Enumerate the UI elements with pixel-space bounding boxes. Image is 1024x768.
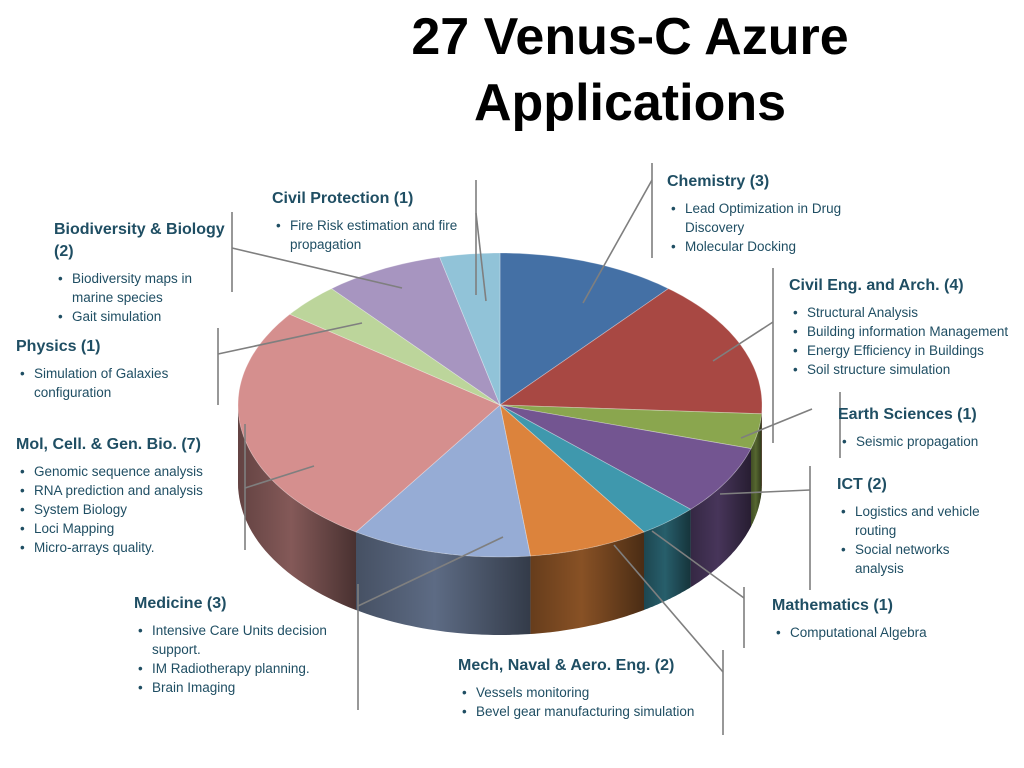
category-civil-eng: Civil Eng. and Arch. (4) Structural Anal…	[789, 275, 1014, 379]
category-heading: Civil Eng. and Arch. (4)	[789, 277, 964, 294]
pie-slice-mol-cell-gen-bio	[237, 313, 501, 533]
leader-line	[740, 408, 813, 439]
pie-slice-ict	[499, 404, 752, 510]
list-item: Fire Risk estimation and fire propagatio…	[272, 216, 467, 254]
category-chemistry: Chemistry (3) Lead Optimization in Drug …	[667, 171, 857, 256]
list-item: Molecular Docking	[667, 237, 857, 256]
list-item: Computational Algebra	[772, 623, 972, 642]
pie-side-shade-earth-sciences	[751, 413, 762, 527]
list-item: IM Radiotherapy planning.	[134, 659, 344, 678]
category-mathematics: Mathematics (1) Computational Algebra	[772, 595, 972, 642]
category-civil-protection: Civil Protection (1) Fire Risk estimatio…	[272, 188, 467, 254]
leader-line	[357, 536, 504, 607]
list-item: Seismic propagation	[838, 432, 1018, 451]
category-mol-cell-gen-bio: Mol, Cell. & Gen. Bio. (7) Genomic seque…	[16, 434, 236, 557]
list-item: Lead Optimization in Drug Discovery	[667, 199, 857, 237]
pie-slice-biodiversity-biology	[330, 256, 501, 407]
leader-line	[475, 212, 487, 302]
list-item: Structural Analysis	[789, 303, 1014, 322]
list-item: Micro-arrays quality.	[16, 538, 236, 557]
pie-slice-chemistry	[499, 252, 670, 406]
category-heading: Chemistry (3)	[667, 173, 770, 190]
leader-line	[231, 247, 403, 289]
pie-slice-mech-naval-aero-eng	[499, 403, 645, 557]
pie-side-shade-ict	[690, 448, 751, 588]
page-title: 27 Venus-C Azure Applications	[380, 4, 880, 136]
leader-lines	[217, 163, 841, 735]
list-item: Building information Management	[789, 322, 1014, 341]
category-medicine: Medicine (3) Intensive Care Units decisi…	[134, 593, 344, 697]
leader-line	[244, 465, 315, 489]
list-item: Genomic sequence analysis	[16, 462, 236, 481]
leader-line	[613, 544, 724, 673]
leader-line	[719, 489, 811, 495]
pie-slice-physics	[289, 288, 501, 406]
list-item: Biodiversity maps in marine species	[54, 269, 229, 307]
list-item: Vessels monitoring	[458, 683, 723, 702]
category-ict: ICT (2) Logistics and vehicle routing So…	[837, 474, 997, 578]
leader-line	[582, 179, 653, 304]
category-heading: Civil Protection (1)	[272, 190, 414, 207]
list-item: Loci Mapping	[16, 519, 236, 538]
category-earth-sciences: Earth Sciences (1) Seismic propagation	[838, 404, 1018, 451]
title-line-1: 27 Venus-C Azure	[411, 8, 849, 66]
pie-side-shade-mech-naval-aero-eng	[530, 532, 644, 634]
list-item: Energy Efficiency in Buildings	[789, 341, 1014, 360]
category-heading: Earth Sciences (1)	[838, 406, 977, 423]
pie-side-shade-medicine	[356, 532, 531, 635]
category-heading: Mech, Naval & Aero. Eng. (2)	[458, 657, 675, 674]
list-item: Logistics and vehicle routing	[837, 502, 997, 540]
category-biodiversity: Biodiversity & Biology (2) Biodiversity …	[54, 219, 229, 326]
list-item: Simulation of Galaxies configuration	[16, 364, 211, 402]
category-heading: Mathematics (1)	[772, 597, 893, 614]
list-item: Social networks analysis	[837, 540, 997, 578]
leader-line	[712, 321, 774, 362]
pie-slice-civil-eng-and-arch	[498, 288, 763, 415]
pie-sides	[238, 405, 762, 635]
pie-side-shade-mol-cell-gen-bio	[238, 405, 356, 610]
list-item: System Biology	[16, 500, 236, 519]
leader-line	[651, 530, 745, 599]
category-heading: Mol, Cell. & Gen. Bio. (7)	[16, 436, 201, 453]
category-heading: Physics (1)	[16, 338, 101, 355]
pie-slice-mathematics	[499, 404, 692, 533]
list-item: Gait simulation	[54, 307, 229, 326]
category-physics: Physics (1) Simulation of Galaxies confi…	[16, 336, 211, 402]
pie-slice-medicine	[355, 404, 531, 558]
category-mech-naval-aero: Mech, Naval & Aero. Eng. (2) Vessels mon…	[458, 655, 723, 721]
list-item: Bevel gear manufacturing simulation	[458, 702, 723, 721]
category-heading: Biodiversity & Biology (2)	[54, 221, 225, 260]
title-line-2: Applications	[473, 74, 787, 132]
list-item: Soil structure simulation	[789, 360, 1014, 379]
category-heading: ICT (2)	[837, 476, 887, 493]
category-heading: Medicine (3)	[134, 595, 227, 612]
list-item: RNA prediction and analysis	[16, 481, 236, 500]
pie-tops	[237, 252, 763, 558]
list-item: Brain Imaging	[134, 678, 344, 697]
leader-line	[217, 322, 363, 355]
list-item: Intensive Care Units decision support.	[134, 621, 344, 659]
